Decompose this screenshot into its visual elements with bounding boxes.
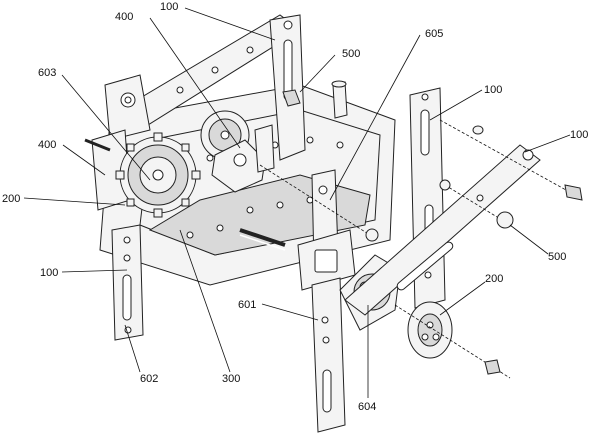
wheel-200 [407,301,453,359]
reference-labels: 100 400 500 605 603 100 400 100 200 500 … [2,1,588,413]
label-604: 604 [358,401,376,413]
label-100-far-right: 100 [570,129,588,141]
link-bar-far-right [344,144,541,316]
label-605: 605 [425,28,443,40]
label-400-left: 400 [38,139,56,151]
fasteners [259,119,583,379]
label-100-right: 100 [484,84,502,96]
label-603: 603 [38,67,56,79]
left-bracket [91,74,151,211]
link-bar-top [119,14,306,161]
label-100-left: 100 [40,267,58,279]
leader-lines [23,7,571,398]
label-500-right: 500 [548,251,566,263]
gear-603 [115,132,201,218]
label-100-top: 100 [160,1,178,13]
label-500-top: 500 [342,48,360,60]
label-400-top: 400 [115,11,133,23]
label-200-right: 200 [485,273,503,285]
label-200-left: 200 [2,193,20,205]
label-300: 300 [222,373,240,385]
standoff-500-top [282,80,348,119]
leg-bar-left [111,224,144,341]
crank-block-400 [211,124,275,193]
center-link-605 [297,169,356,433]
label-602: 602 [140,373,158,385]
label-601: 601 [238,299,256,311]
axle-shafts [84,138,286,251]
